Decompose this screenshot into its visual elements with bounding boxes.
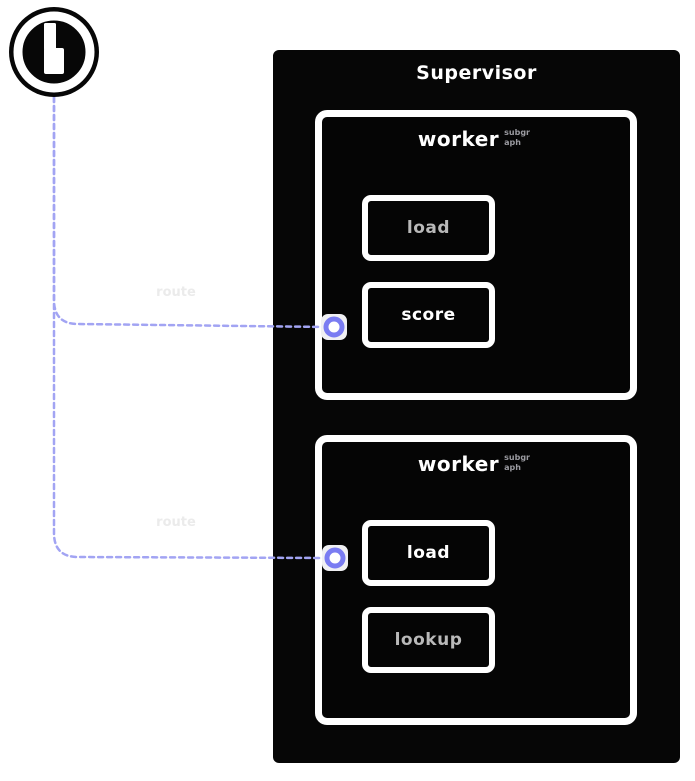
- supervisor-container[interactable]: Supervisor worker subgraph load score wo…: [265, 42, 688, 771]
- panel-2-header: worker subgraph: [322, 452, 630, 476]
- start-node[interactable]: [9, 7, 99, 97]
- node-score[interactable]: score: [362, 282, 495, 348]
- node-label: score: [401, 305, 456, 325]
- node-label: load: [406, 543, 451, 563]
- node-label: lookup: [394, 630, 463, 650]
- edge-2-label: route: [156, 515, 196, 530]
- node-lookup[interactable]: lookup: [362, 607, 495, 673]
- panel-1-subgraph-tag: subgraph: [504, 128, 530, 147]
- container-title: Supervisor: [416, 62, 537, 84]
- subgraph-panel-1[interactable]: worker subgraph load score: [315, 110, 637, 400]
- start-node-ring: [13, 11, 95, 93]
- node-load-1[interactable]: load: [362, 195, 495, 261]
- panel-1-header: worker subgraph: [322, 127, 630, 151]
- node-load-2[interactable]: load: [362, 520, 495, 586]
- edge-1-label: route: [156, 285, 196, 300]
- subgraph-panel-2[interactable]: worker subgraph load lookup: [315, 435, 637, 725]
- start-icon: [44, 23, 64, 74]
- panel-1-title: worker: [417, 127, 500, 151]
- node-label: load: [406, 218, 451, 238]
- start-node-disc: [9, 7, 99, 97]
- panel-2-title: worker: [417, 452, 500, 476]
- panel-2-subgraph-tag: subgraph: [504, 453, 530, 472]
